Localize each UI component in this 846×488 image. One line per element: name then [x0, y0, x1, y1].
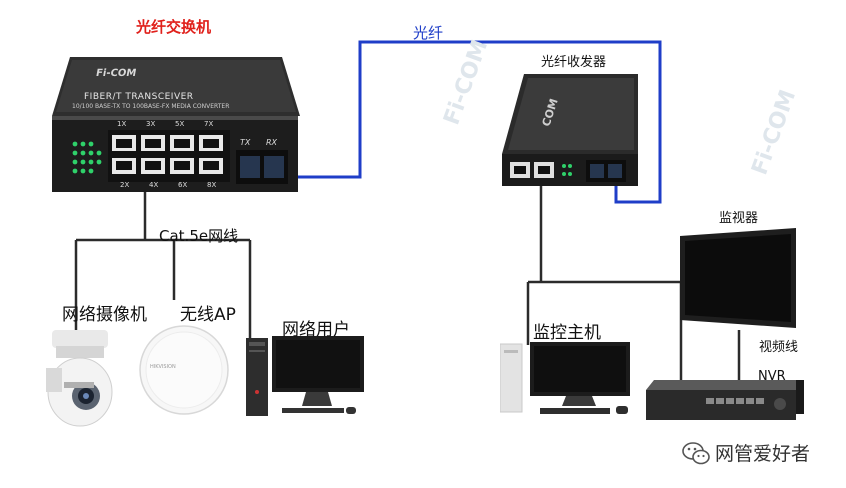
fiber-receiver-device: COM	[498, 70, 646, 188]
fiber-switch-device: Fi-COM FIBER/T TRANSCEIVER 10/100 BASE-T…	[50, 52, 300, 192]
monitor-label: 监视器	[719, 211, 759, 226]
account-name: 网管爱好者	[715, 443, 811, 465]
user-label: 网络用户	[282, 320, 350, 340]
fiber-line	[290, 40, 662, 204]
camera-label: 网络摄像机	[62, 305, 147, 325]
host-label: 监控主机	[533, 323, 601, 343]
ap-brand: HIKVISION	[150, 364, 176, 370]
receiver-title: 光纤收发器	[541, 55, 607, 70]
monitor-device	[680, 228, 798, 330]
switch-title: 光纤交换机	[136, 18, 212, 36]
port-label-1x: 1X	[117, 120, 127, 128]
network-user-pc	[246, 334, 368, 418]
port-label-8x: 8X	[207, 181, 217, 189]
cable-label: Cat.5e网线	[159, 227, 239, 245]
switch-brand: Fi-COM	[95, 68, 138, 79]
wechat-icon	[682, 442, 710, 465]
wireless-ap-device: HIKVISION	[138, 324, 230, 416]
port-label-4x: 4X	[149, 181, 159, 189]
port-label-6x: 6X	[178, 181, 188, 189]
rx-label: RX	[266, 138, 278, 147]
video-line-label: 视频线	[759, 340, 799, 355]
account-watermark: 网管爱好者	[681, 436, 831, 468]
tx-label: TX	[240, 138, 251, 147]
fiber-label: 光纤	[413, 24, 444, 42]
switch-model-line1: FIBER/T TRANSCEIVER	[84, 92, 194, 102]
switch-model-line2: 10/100 BASE-TX TO 100BASE-FX MEDIA CONVE…	[72, 103, 230, 110]
nvr-device	[646, 380, 804, 422]
port-label-5x: 5X	[175, 120, 185, 128]
ethernet-lines	[74, 185, 683, 390]
monitoring-host-pc	[499, 338, 634, 418]
port-label-2x: 2X	[120, 181, 130, 189]
ap-label: 无线AP	[180, 305, 236, 325]
port-label-3x: 3X	[146, 120, 156, 128]
port-label-7x: 7X	[204, 120, 214, 128]
network-camera-device	[38, 328, 118, 428]
bottom-cutoff-strip	[0, 479, 846, 488]
